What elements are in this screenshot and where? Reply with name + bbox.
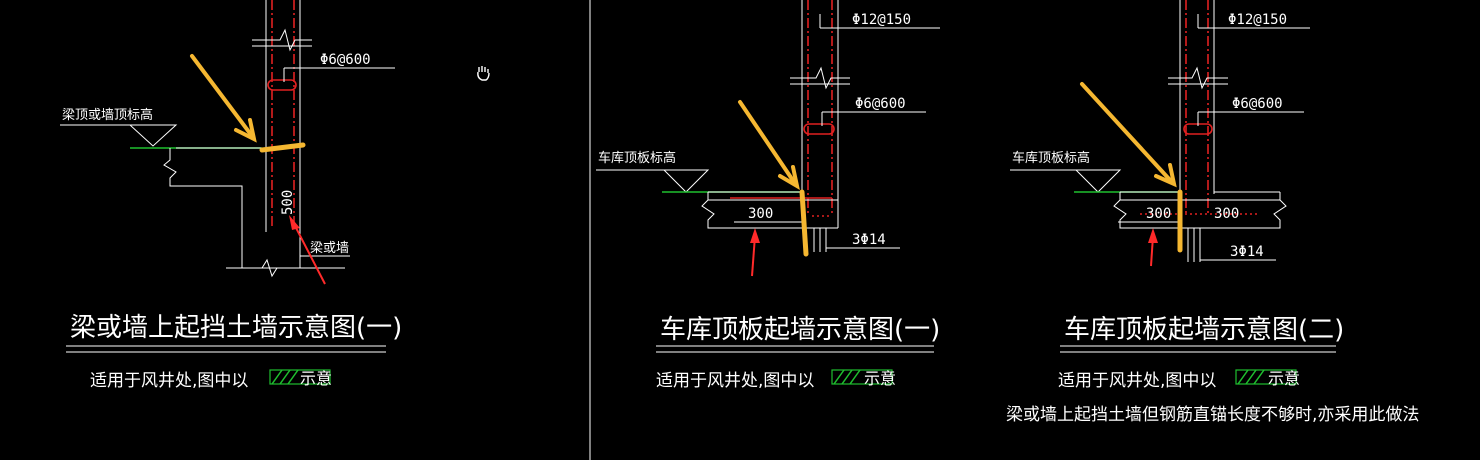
legend-text-1: 示意 [300, 369, 332, 388]
bars-label: 3Φ14 [852, 232, 886, 248]
stirrup-label: Φ6@600 [320, 52, 371, 68]
wall-label: 梁或墙 [310, 241, 349, 256]
title-2: 车库顶板起墙示意图(一) [660, 315, 940, 345]
dim-300-right: 300 [1214, 206, 1239, 222]
yellow-arrow-shaft [1080, 82, 1172, 182]
note-3: 适用于风井处,图中以 [1058, 371, 1216, 391]
level-label: 车库顶板标高 [598, 150, 676, 166]
dim-300-left: 300 [1146, 206, 1171, 222]
hand-cursor-icon [477, 66, 490, 81]
yellow-arrow-shaft [190, 54, 254, 138]
rebar-main-label: Φ12@150 [852, 12, 911, 28]
yellow-arrow-head [778, 165, 800, 191]
panel-2: Φ12@150 Φ6@600 车库顶板标高 300 3Φ14 车库顶板起墙示意图… [596, 0, 940, 391]
yellow-arrow-head [1154, 163, 1177, 188]
note-1: 适用于风井处,图中以 [90, 371, 248, 391]
note-3-line-2: 梁或墙上起挡土墙但钢筋直锚长度不够时,亦采用此做法 [1006, 405, 1419, 425]
beam-outline [163, 148, 300, 269]
panel-1: Φ6@600 梁顶或墙顶标高 500 梁或墙 梁或墙上起挡土墙示意图(一) 适用… [60, 0, 402, 391]
title-3: 车库顶板起墙示意图(二) [1064, 315, 1344, 345]
legend-hatch [269, 369, 331, 385]
red-arrow [292, 221, 326, 285]
stirrup-hoop [803, 123, 835, 135]
yellow-arrow-shaft [738, 100, 796, 184]
highlight-bar [799, 189, 809, 257]
rebar-main-label: Φ12@150 [1228, 12, 1287, 28]
stirrup-hoop [267, 79, 297, 91]
dim-300: 300 [748, 206, 773, 222]
stirrup-label: Φ6@600 [1232, 96, 1283, 112]
level-label: 梁顶或墙顶标高 [62, 107, 153, 123]
panel-3: Φ12@150 Φ6@600 车库顶板标高 300 300 3Φ14 车库顶板起… [1006, 0, 1419, 425]
legend-text-2: 示意 [864, 369, 896, 388]
dim-500: 500 [280, 190, 296, 215]
highlight-bar [259, 142, 306, 153]
note-2: 适用于风井处,图中以 [656, 371, 814, 391]
title-1: 梁或墙上起挡土墙示意图(一) [70, 313, 402, 343]
level-label: 车库顶板标高 [1012, 150, 1090, 166]
break-line [790, 66, 850, 90]
break-line [252, 28, 312, 52]
bars-label: 3Φ14 [1230, 244, 1264, 260]
bottom-break [226, 258, 345, 278]
level-triangle [128, 124, 178, 147]
legend-text-3: 示意 [1268, 369, 1300, 388]
yellow-arrow-head [234, 118, 257, 143]
stirrup-label: Φ6@600 [855, 96, 906, 112]
